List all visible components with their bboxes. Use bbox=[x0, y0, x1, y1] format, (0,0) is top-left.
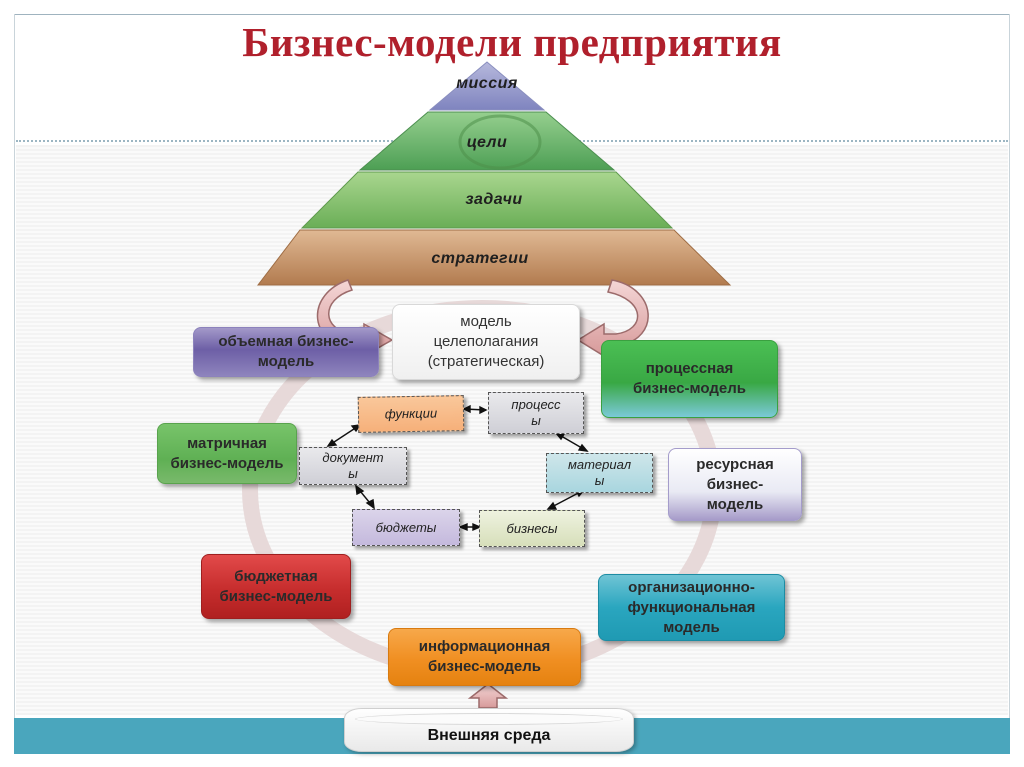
pyramid-label-goals: цели bbox=[466, 134, 508, 151]
tag-budgets: бюджеты bbox=[352, 509, 460, 546]
tag-businesses: бизнесы bbox=[479, 510, 585, 547]
box-volume-model: объемная бизнес- модель bbox=[193, 327, 379, 377]
slide-frame-top bbox=[14, 14, 1010, 15]
up-arrow bbox=[467, 683, 509, 709]
external-environment-label: Внешняя среда bbox=[427, 727, 551, 744]
slide-frame-right bbox=[1009, 14, 1010, 754]
pyramid-label-strategies: стратегии bbox=[431, 250, 529, 267]
slide-frame-left bbox=[14, 14, 15, 754]
tag-documents: документ ы bbox=[299, 447, 407, 485]
pyramid bbox=[256, 61, 732, 286]
box-information-model: информационная бизнес-модель bbox=[388, 628, 581, 686]
pyramid-level-mission bbox=[428, 61, 546, 111]
tag-processes: процесс ы bbox=[488, 392, 584, 434]
pyramid-level-strategies bbox=[256, 229, 732, 286]
box-org-functional-model: организационно- функциональная модель bbox=[598, 574, 785, 641]
external-environment-box: Внешняя среда bbox=[344, 708, 634, 752]
pyramid-label-mission: миссия bbox=[456, 75, 518, 92]
pyramid-label-tasks: задачи bbox=[465, 191, 523, 208]
box-process-model: процессная бизнес-модель bbox=[601, 340, 778, 418]
slide-title: Бизнес-модели предприятия bbox=[242, 19, 782, 65]
cursor-highlight-ring bbox=[458, 114, 542, 170]
tag-functions: функции bbox=[357, 395, 465, 433]
pyramid-level-goals bbox=[358, 111, 616, 171]
box-target-model: модель целеполагания (стратегическая) bbox=[392, 304, 580, 380]
box-resource-model: ресурсная бизнес- модель bbox=[668, 448, 802, 521]
curved-arrow-right bbox=[576, 279, 649, 358]
pyramid-level-tasks bbox=[300, 171, 674, 229]
tag-materials: материал ы bbox=[546, 453, 653, 493]
box-budget-model: бюджетная бизнес-модель bbox=[201, 554, 351, 619]
box-matrix-model: матричная бизнес-модель bbox=[157, 423, 297, 484]
